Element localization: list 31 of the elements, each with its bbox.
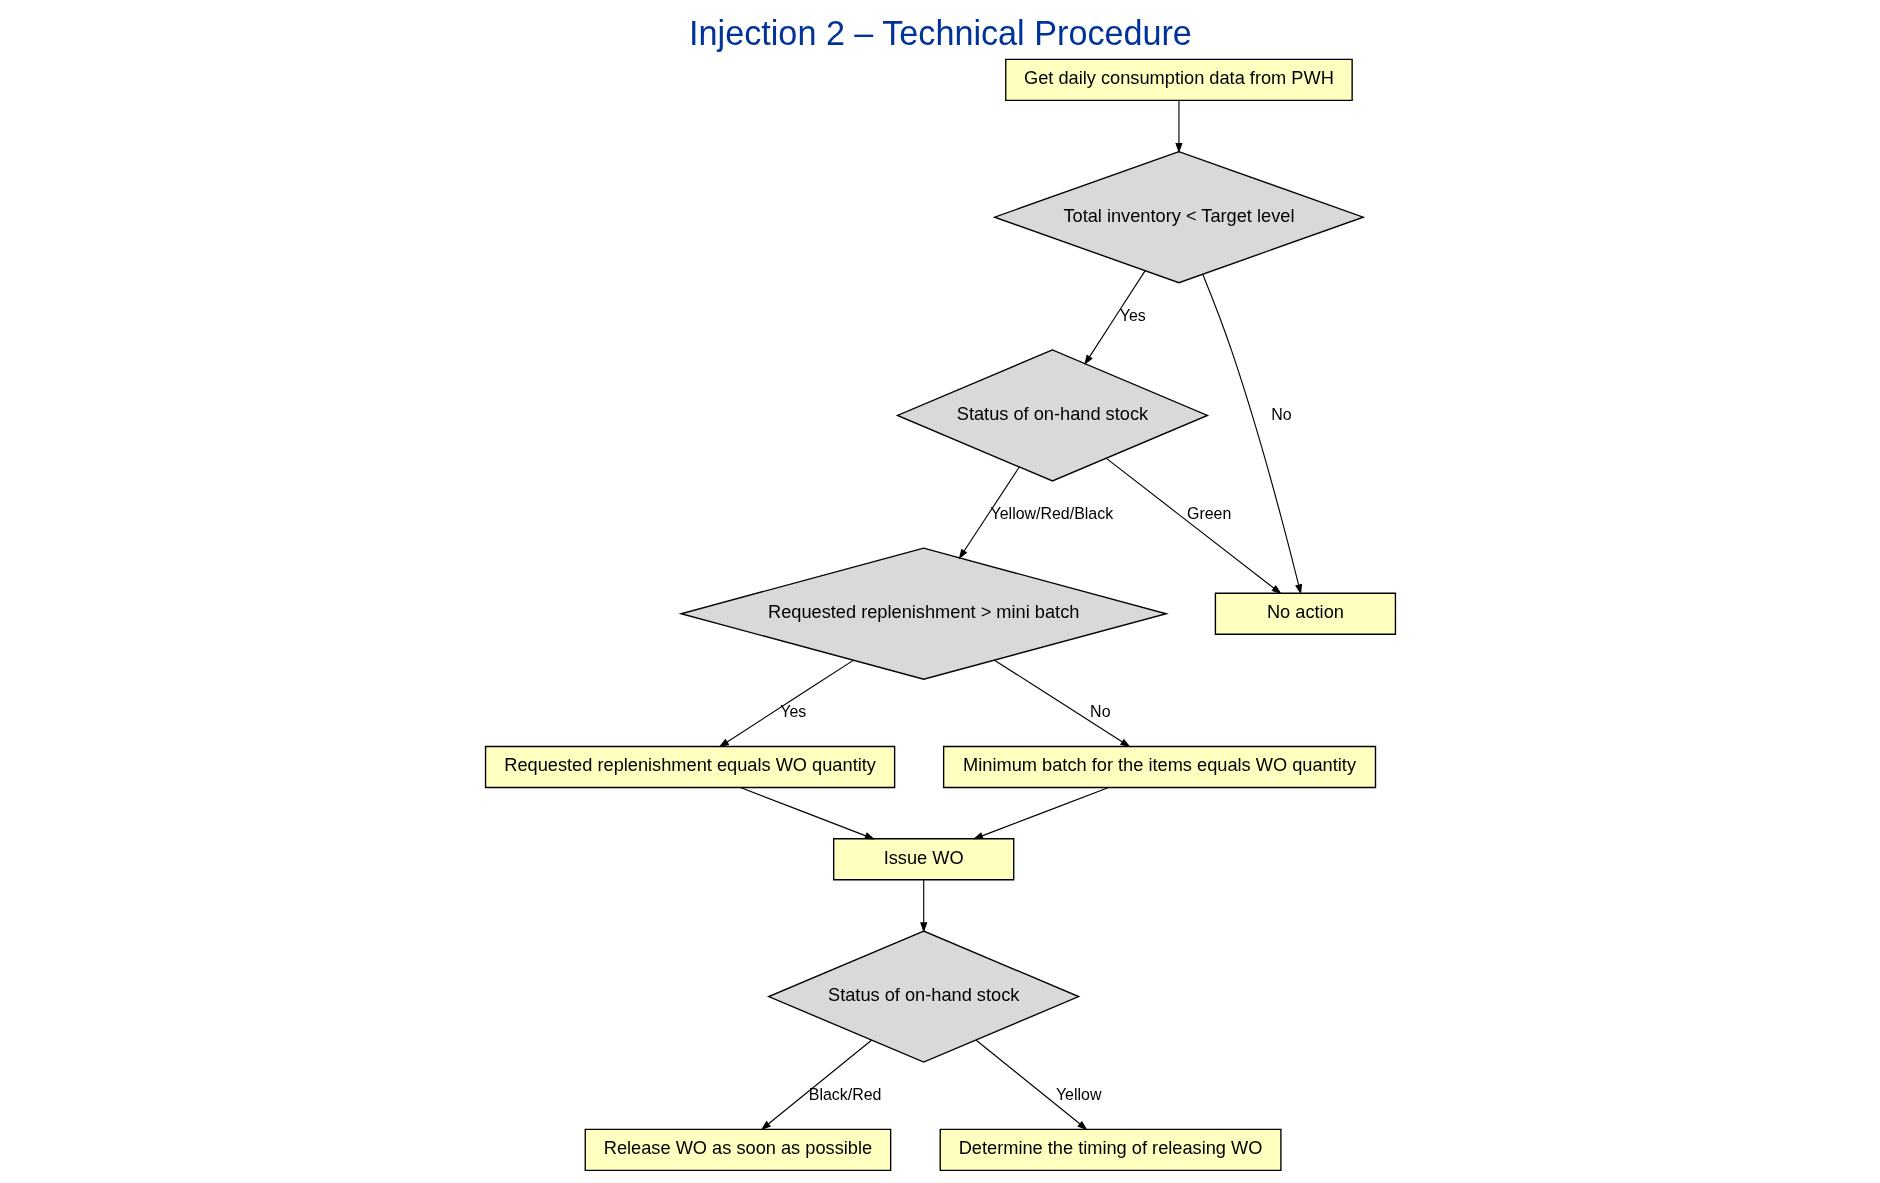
node-box: No action: [1214, 592, 1396, 635]
node-box: Minimum batch for the items equals WO quantity: [942, 745, 1376, 789]
arrow: [975, 1039, 1088, 1131]
node-box: Determine the timing of releasing WO: [939, 1128, 1282, 1172]
arrow: [718, 659, 854, 748]
arrow: [993, 659, 1131, 748]
edge-label: Yes: [779, 703, 806, 721]
node-diamond: Total inventory < Target level: [992, 150, 1365, 284]
node-box: Get daily consumption data from PWH: [1004, 58, 1353, 102]
arrow: [1083, 270, 1146, 366]
edge-label: Green: [1186, 504, 1231, 522]
node-diamond: Status of on-hand stock: [766, 930, 1080, 1063]
edge-label: No: [1089, 703, 1110, 721]
node-box: Requested replenishment equals WO quantity: [484, 745, 895, 789]
arrow: [919, 879, 927, 933]
arrow: [760, 1039, 872, 1131]
node-box: Issue WO: [832, 838, 1014, 881]
arrow: [1105, 457, 1282, 595]
arrow: [1201, 273, 1302, 595]
edge-label: Yellow/Red/Black: [990, 504, 1113, 522]
node-box: Release WO as soon as possible: [584, 1128, 891, 1172]
edge-label: Yellow: [1055, 1085, 1101, 1103]
arrow: [958, 466, 1020, 560]
arrow: [1174, 100, 1183, 154]
edge-label: No: [1270, 405, 1292, 423]
diagram-title: Injection 2 – Technical Procedure: [688, 13, 1192, 52]
node-diamond: Status of on-hand stock: [895, 349, 1209, 482]
arrow: [972, 786, 1109, 840]
arrow: [739, 786, 875, 840]
edge-label: Black/Red: [808, 1085, 881, 1103]
edge-label: Yes: [1119, 306, 1146, 324]
